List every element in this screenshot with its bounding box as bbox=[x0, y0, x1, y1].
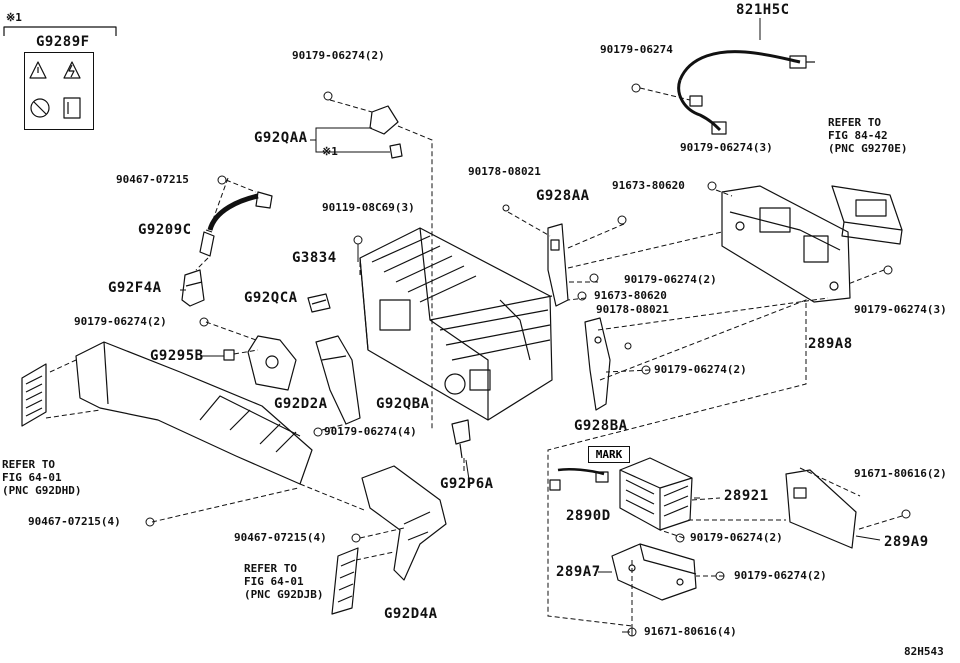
fastener-icons bbox=[145, 83, 911, 637]
label-g92qaa: G92QAA bbox=[254, 130, 308, 146]
label-91673-80620-b: 91673-80620 bbox=[594, 289, 667, 302]
battery-module-28921 bbox=[619, 457, 693, 531]
clamp-g92p6a bbox=[451, 419, 471, 459]
label-821h5c: 821H5C bbox=[736, 2, 790, 18]
label-g928aa: G928AA bbox=[536, 188, 590, 204]
duct-g92d4a bbox=[361, 465, 447, 581]
label-leaders bbox=[180, 18, 881, 633]
label-g92d4a: G92D4A bbox=[384, 606, 438, 622]
label-289a7: 289A7 bbox=[556, 564, 601, 580]
label-g92f4a: G92F4A bbox=[108, 280, 162, 296]
label-90179-06274-4: 90179-06274(4) bbox=[324, 425, 417, 438]
duct-g92f4a bbox=[181, 269, 205, 307]
label-g9209c: G9209C bbox=[138, 222, 192, 238]
sensor-g3834 bbox=[307, 293, 331, 313]
label-g92qca: G92QCA bbox=[244, 290, 298, 306]
intake-duct-g9209c bbox=[199, 191, 273, 257]
label-90467-07215-4-a: 90467-07215(4) bbox=[28, 515, 121, 528]
label-91671-80616-2: 91671-80616(2) bbox=[854, 467, 947, 480]
warning-label-frame bbox=[24, 52, 94, 130]
bracket-g928ba bbox=[584, 317, 611, 411]
bracket-289a7 bbox=[611, 543, 697, 601]
bracket-plate-289a8 bbox=[721, 185, 851, 303]
figure-code: 82H543 bbox=[904, 645, 944, 658]
label-refer-fig-84-42: REFER TO FIG 84-42 (PNC G9270E) bbox=[828, 116, 908, 155]
warning-label-icon bbox=[29, 61, 81, 119]
label-g928ba: G928BA bbox=[574, 418, 628, 434]
duct-cover-g92qaa bbox=[369, 105, 403, 159]
note-symbol: ※1 bbox=[6, 11, 22, 24]
label-90179-06274-2-top: 90179-06274(2) bbox=[292, 49, 385, 62]
clip-g9295b bbox=[223, 349, 235, 361]
label-90179-06274-2-left: 90179-06274(2) bbox=[74, 315, 167, 328]
label-28921: 28921 bbox=[724, 488, 769, 504]
label-90179-06274-3-b: 90179-06274(3) bbox=[854, 303, 947, 316]
label-90179-06274-2-e: 90179-06274(2) bbox=[734, 569, 827, 582]
harness-2890d bbox=[549, 467, 609, 491]
label-289a9: 289A9 bbox=[884, 534, 929, 550]
duct-g92qca bbox=[247, 335, 297, 391]
note-bracket bbox=[3, 26, 117, 36]
filter-bottom bbox=[331, 547, 359, 615]
label-g92qba: G92QBA bbox=[376, 396, 430, 412]
label-90179-06274-2-c: 90179-06274(2) bbox=[654, 363, 747, 376]
label-90119-08c69-3: 90119-08C69(3) bbox=[322, 201, 415, 214]
label-90467-07215-4-b: 90467-07215(4) bbox=[234, 531, 327, 544]
filter-left bbox=[21, 363, 47, 427]
label-90179-06274-3-a: 90179-06274(3) bbox=[680, 141, 773, 154]
mark-label: MARK bbox=[588, 446, 630, 463]
duct-g92qba bbox=[315, 335, 361, 425]
label-g9289f: G9289F bbox=[36, 34, 90, 50]
label-90178-08021-a: 90178-08021 bbox=[468, 165, 541, 178]
note-symbol-sub: ※1 bbox=[322, 145, 338, 158]
label-90178-08021-b: 90178-08021 bbox=[596, 303, 669, 316]
label-90179-06274-2-mid: 90179-06274(2) bbox=[624, 273, 717, 286]
label-refer-fig-64-01-a: REFER TO FIG 64-01 (PNC G92DHD) bbox=[2, 458, 82, 497]
label-refer-fig-64-01-b: REFER TO FIG 64-01 (PNC G92DJB) bbox=[244, 562, 324, 601]
label-g3834: G3834 bbox=[292, 250, 337, 266]
label-g92p6a: G92P6A bbox=[440, 476, 494, 492]
label-90179-06274-top-right: 90179-06274 bbox=[600, 43, 673, 56]
wire-harness-821h5c bbox=[677, 50, 815, 135]
label-91671-80616-4: 91671-80616(4) bbox=[644, 625, 737, 638]
module-g9270e bbox=[831, 185, 903, 245]
label-g92d2a: G92D2A bbox=[274, 396, 328, 412]
label-91673-80620-a: 91673-80620 bbox=[612, 179, 685, 192]
cover-289a9 bbox=[785, 469, 857, 549]
label-g9295b: G9295B bbox=[150, 348, 204, 364]
leader-lines bbox=[45, 87, 903, 628]
label-90179-06274-2-d: 90179-06274(2) bbox=[690, 531, 783, 544]
label-90467-07215-top: 90467-07215 bbox=[116, 173, 189, 186]
label-2890d: 2890D bbox=[566, 508, 611, 524]
battery-housing bbox=[359, 227, 553, 421]
bracket-g928aa bbox=[547, 223, 569, 307]
label-289a8: 289A8 bbox=[808, 336, 853, 352]
